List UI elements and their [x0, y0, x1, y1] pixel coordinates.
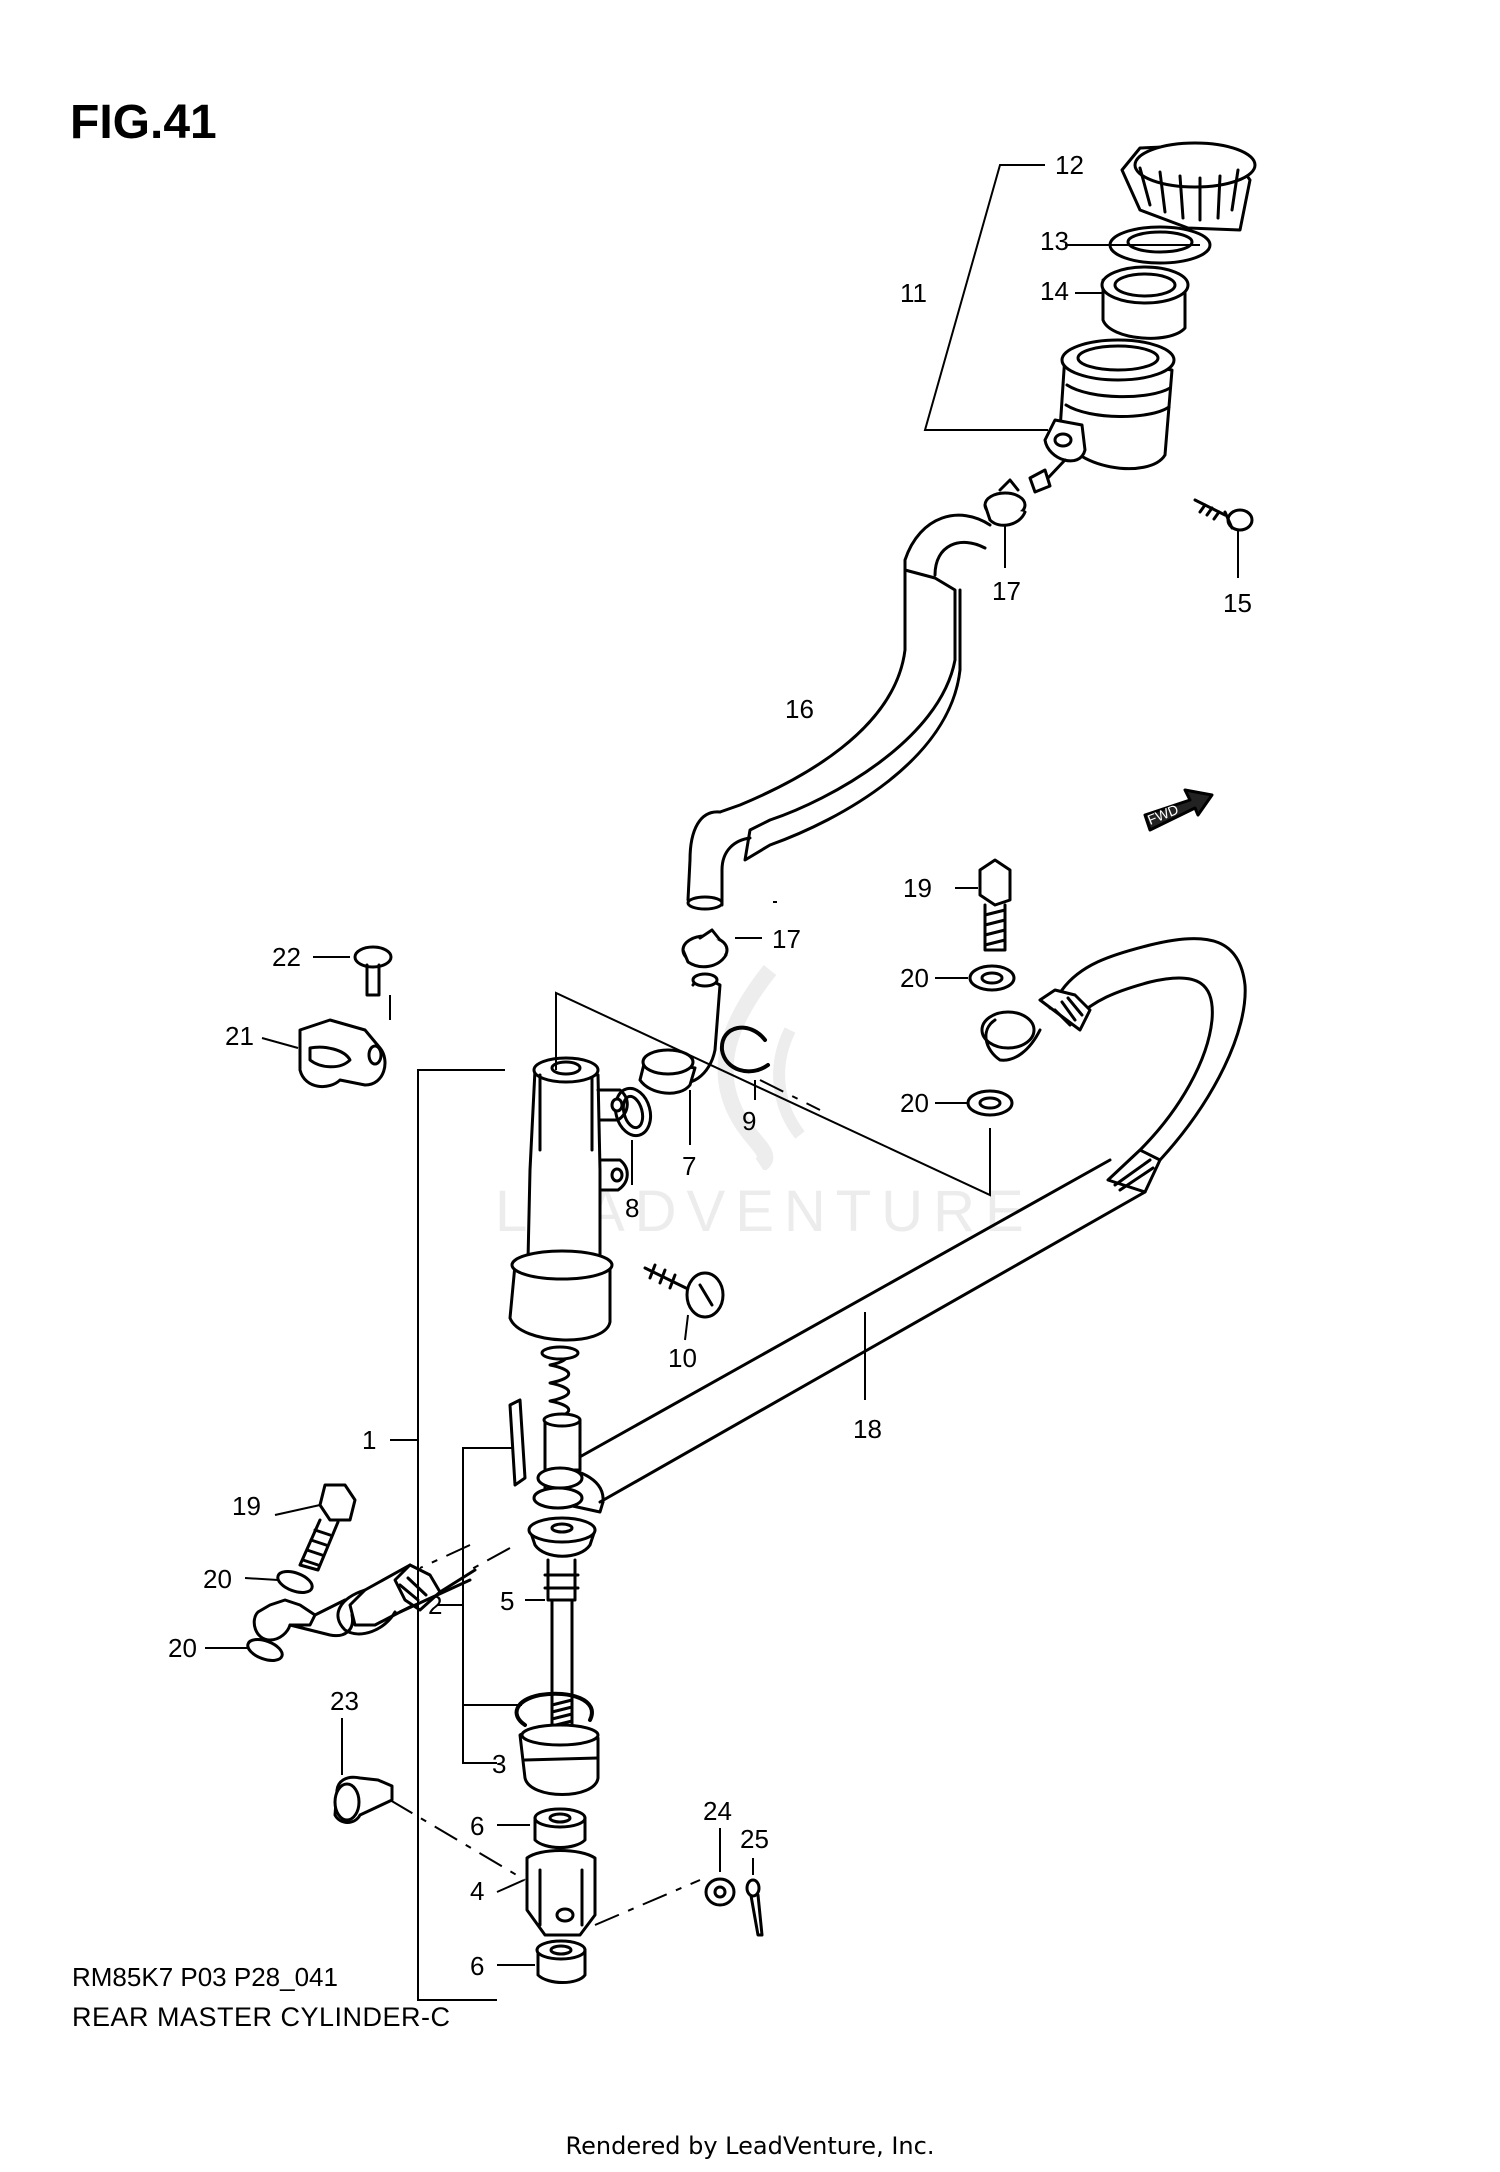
circlip-part-9: [719, 1025, 770, 1074]
callout-5: 5: [500, 1586, 514, 1616]
clamp-part-17-top: [983, 478, 1027, 527]
callout-4: 4: [470, 1876, 484, 1906]
callout-numbers: 12 13 11 14 17 15 16 19 22 17 20 21 9 20…: [168, 150, 1252, 1981]
reservoir-hose-part-16: [686, 513, 992, 911]
washer-part-20-lower-b: [246, 1638, 284, 1662]
screw-part-15: [1193, 498, 1254, 532]
callout-19-lower: 19: [232, 1491, 261, 1521]
callout-22: 22: [272, 942, 301, 972]
figure-title: FIG.41: [70, 96, 217, 149]
callout-3: 3: [492, 1749, 506, 1779]
cotter-pin-part-25: [745, 1878, 764, 1937]
callout-21: 21: [225, 1021, 254, 1051]
banjo-bolt-part-19-lower: [298, 1483, 357, 1572]
watermark-logo-icon: [717, 965, 805, 1170]
reservoir-body: [1028, 338, 1176, 494]
pin-part-23: [333, 1775, 394, 1824]
callout-20-lower-b: 20: [168, 1633, 197, 1663]
callout-20-mid: 20: [900, 1088, 929, 1118]
cup-washer: [527, 1516, 597, 1558]
callout-24: 24: [703, 1796, 732, 1826]
callout-6-upper: 6: [470, 1811, 484, 1841]
callout-23: 23: [330, 1686, 359, 1716]
callout-8: 8: [625, 1193, 639, 1223]
hose-joint-part-7: [638, 972, 722, 1095]
washer-part-20-top: [968, 964, 1016, 992]
leader-lines: [205, 164, 1239, 2001]
callout-12: 12: [1055, 150, 1084, 180]
piston-part: [508, 1398, 584, 1510]
boot-part-3: [518, 1723, 600, 1796]
callout-25: 25: [740, 1824, 769, 1854]
clevis-part-4: [525, 1849, 597, 1937]
callout-17-lower: 17: [772, 924, 801, 954]
banjo-bolt-part-19-top: [978, 858, 1012, 952]
callout-1: 1: [362, 1425, 376, 1455]
figure-name: REAR MASTER CYLINDER-C: [72, 2002, 451, 2032]
fwd-arrow-icon: FWD: [1143, 788, 1214, 832]
diaphragm-part-14: [1100, 265, 1190, 340]
callout-20-top: 20: [900, 963, 929, 993]
callout-7: 7: [682, 1151, 696, 1181]
nut-part-6-upper: [533, 1807, 587, 1849]
washer-part-24: [704, 1877, 736, 1907]
circlip-lower: [514, 1691, 594, 1727]
screw-part-10: [643, 1263, 725, 1319]
callout-19-top: 19: [903, 873, 932, 903]
rendered-by-credit: Rendered by LeadVenture, Inc.: [565, 2132, 935, 2160]
brake-hose-part-18: [543, 937, 1247, 1514]
callout-16: 16: [785, 694, 814, 724]
callout-20-lower-a: 20: [203, 1564, 232, 1594]
callout-15: 15: [1223, 588, 1252, 618]
bolt-part-22: [353, 945, 393, 997]
callout-14: 14: [1040, 276, 1069, 306]
spring-part: [540, 1345, 580, 1421]
reservoir-cap-part-12: [1120, 141, 1257, 232]
callout-13: 13: [1040, 226, 1069, 256]
clamp-part-17-lower: [681, 928, 729, 969]
figure-code: RM85K7 P03 P28_041: [72, 1962, 338, 1992]
callout-6-lower: 6: [470, 1951, 484, 1981]
callout-9: 9: [742, 1106, 756, 1136]
callout-11: 11: [900, 278, 927, 308]
callout-17-top: 17: [992, 576, 1021, 606]
alignment-lines: [389, 1079, 821, 1926]
callout-10: 10: [668, 1343, 697, 1373]
callout-18: 18: [853, 1414, 882, 1444]
washer-part-20-mid: [966, 1089, 1014, 1117]
push-rod-part-5: [543, 1558, 580, 1742]
callout-2: 2: [428, 1590, 442, 1620]
hose-guide-part-21: [298, 1018, 387, 1089]
washer-part-20-lower-a: [276, 1570, 314, 1594]
master-cylinder-body: [508, 1056, 629, 1342]
nut-part-6-lower: [535, 1939, 587, 1984]
